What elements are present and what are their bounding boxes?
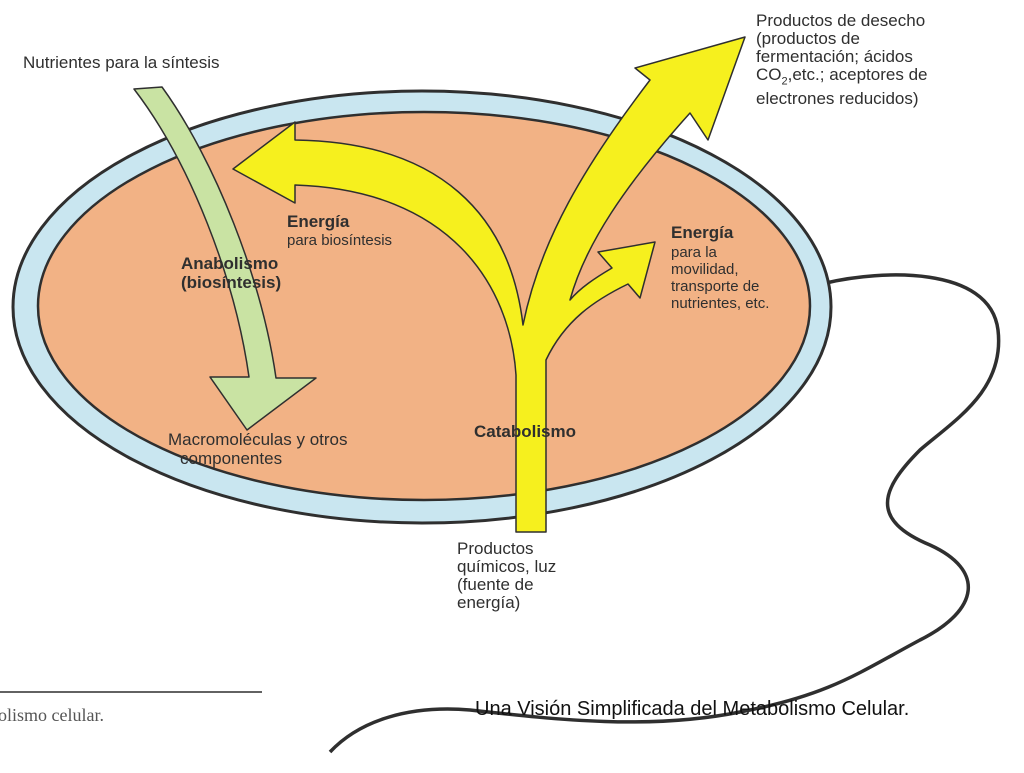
energy-motility-subtitle: para la movilidad, transporte de nutrien…: [671, 244, 769, 312]
energy-biosynthesis-title: Energía: [287, 212, 350, 231]
sources-line-1: Productos: [457, 539, 534, 558]
macromolecules-line-2: componentes: [180, 449, 283, 468]
slide-caption: Una Visión Simplificada del Metabolismo …: [475, 698, 910, 720]
energy-biosynthesis-subtitle: para biosíntesis: [287, 232, 393, 249]
energy-sources-label: Productos químicos, luz (fuente de energ…: [457, 540, 556, 612]
energy-motility-line-2: movilidad,: [671, 261, 739, 278]
anabolism-label: Anabolismo (biosíntesis): [181, 254, 281, 292]
waste-line-5: electrones reducidos): [756, 89, 919, 109]
waste-line-1: Productos de desecho: [756, 11, 926, 30]
macromolecules-line-1: Macromoléculas y otros: [168, 430, 348, 449]
sources-line-4: energía): [457, 593, 521, 612]
waste-line-4: CO2,etc.; aceptores de: [756, 65, 928, 88]
energy-motility-line-3: transporte de: [671, 278, 760, 295]
catabolism-arrow: [232, 36, 746, 533]
energy-motility-line-4: nutrientes, etc.: [671, 295, 770, 312]
waste-line-3: fermentación; ácidos: [756, 47, 913, 66]
waste-line-2: (productos de: [756, 29, 860, 48]
waste-products-label: Productos de desecho (productos de ferme…: [756, 12, 928, 108]
nutrients-label: Nutrientes para la síntesis: [23, 53, 220, 72]
anabolism-line-1: Anabolismo: [181, 254, 279, 273]
page-fragment-text: olismo celular.: [0, 705, 104, 725]
anabolism-arrow: [133, 86, 317, 431]
sources-line-3: (fuente de: [457, 575, 534, 594]
energy-motility-title: Energía: [671, 223, 734, 242]
sources-line-2: químicos, luz: [457, 557, 557, 576]
flagellum: [328, 273, 1001, 754]
macromolecules-label: Macromoléculas y otros componentes: [168, 430, 348, 468]
anabolism-line-2: (biosíntesis): [181, 273, 282, 292]
catabolism-label: Catabolismo: [474, 422, 577, 441]
energy-motility-line-1: para la: [671, 244, 717, 261]
